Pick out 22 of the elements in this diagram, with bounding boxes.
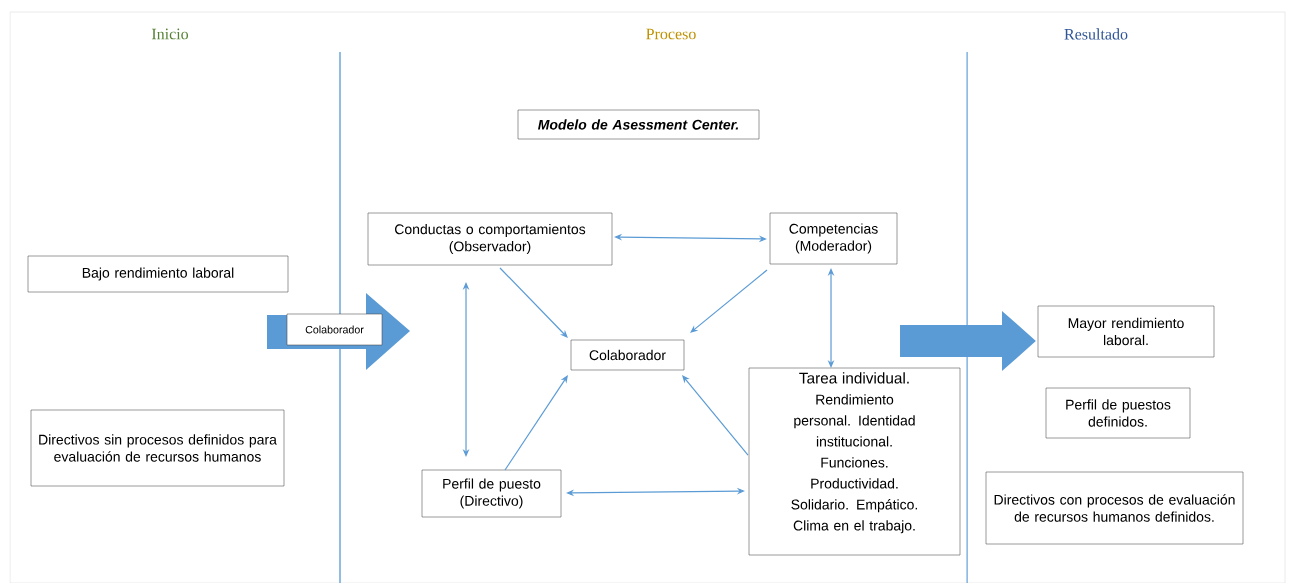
column-heading: Resultado bbox=[1064, 28, 1128, 40]
title-box: Modelo de Asessment Center. bbox=[517, 109, 760, 140]
arrow bbox=[690, 269, 768, 333]
arrow bbox=[499, 267, 568, 338]
arrow bbox=[504, 375, 568, 471]
column-heading: Inicio bbox=[151, 28, 189, 40]
arrow bbox=[827, 268, 835, 368]
arrow bbox=[566, 487, 745, 497]
arrow bbox=[462, 282, 470, 457]
process-box: Colaborador bbox=[570, 339, 685, 371]
process-box: Competencias (Moderador) bbox=[769, 212, 898, 265]
process-box: Conductas o comportamientos (Observador) bbox=[367, 212, 613, 266]
arrow bbox=[682, 375, 749, 456]
process-box: Directivos con procesos de evaluación de recursos humanos definidos. bbox=[985, 471, 1244, 545]
process-box: Mayor rendimiento laboral. bbox=[1037, 305, 1215, 358]
process-box: Directivos sin procesos definidos para evaluación de recursos humanos bbox=[30, 409, 285, 487]
process-box: Tarea individual. Rendimiento personal. Identidad institucional. Funciones. Productividad. Solidario. Empático. Clima en el trabajo. bbox=[748, 367, 961, 556]
arrow-label-box: Colaborador bbox=[286, 313, 383, 346]
process-box: Perfil de puestos definidos. bbox=[1045, 387, 1191, 439]
process-box: Perfil de puesto (Directivo) bbox=[421, 469, 562, 518]
process-box: Bajo rendimiento laboral bbox=[27, 255, 289, 293]
column-heading: Proceso bbox=[646, 28, 696, 40]
